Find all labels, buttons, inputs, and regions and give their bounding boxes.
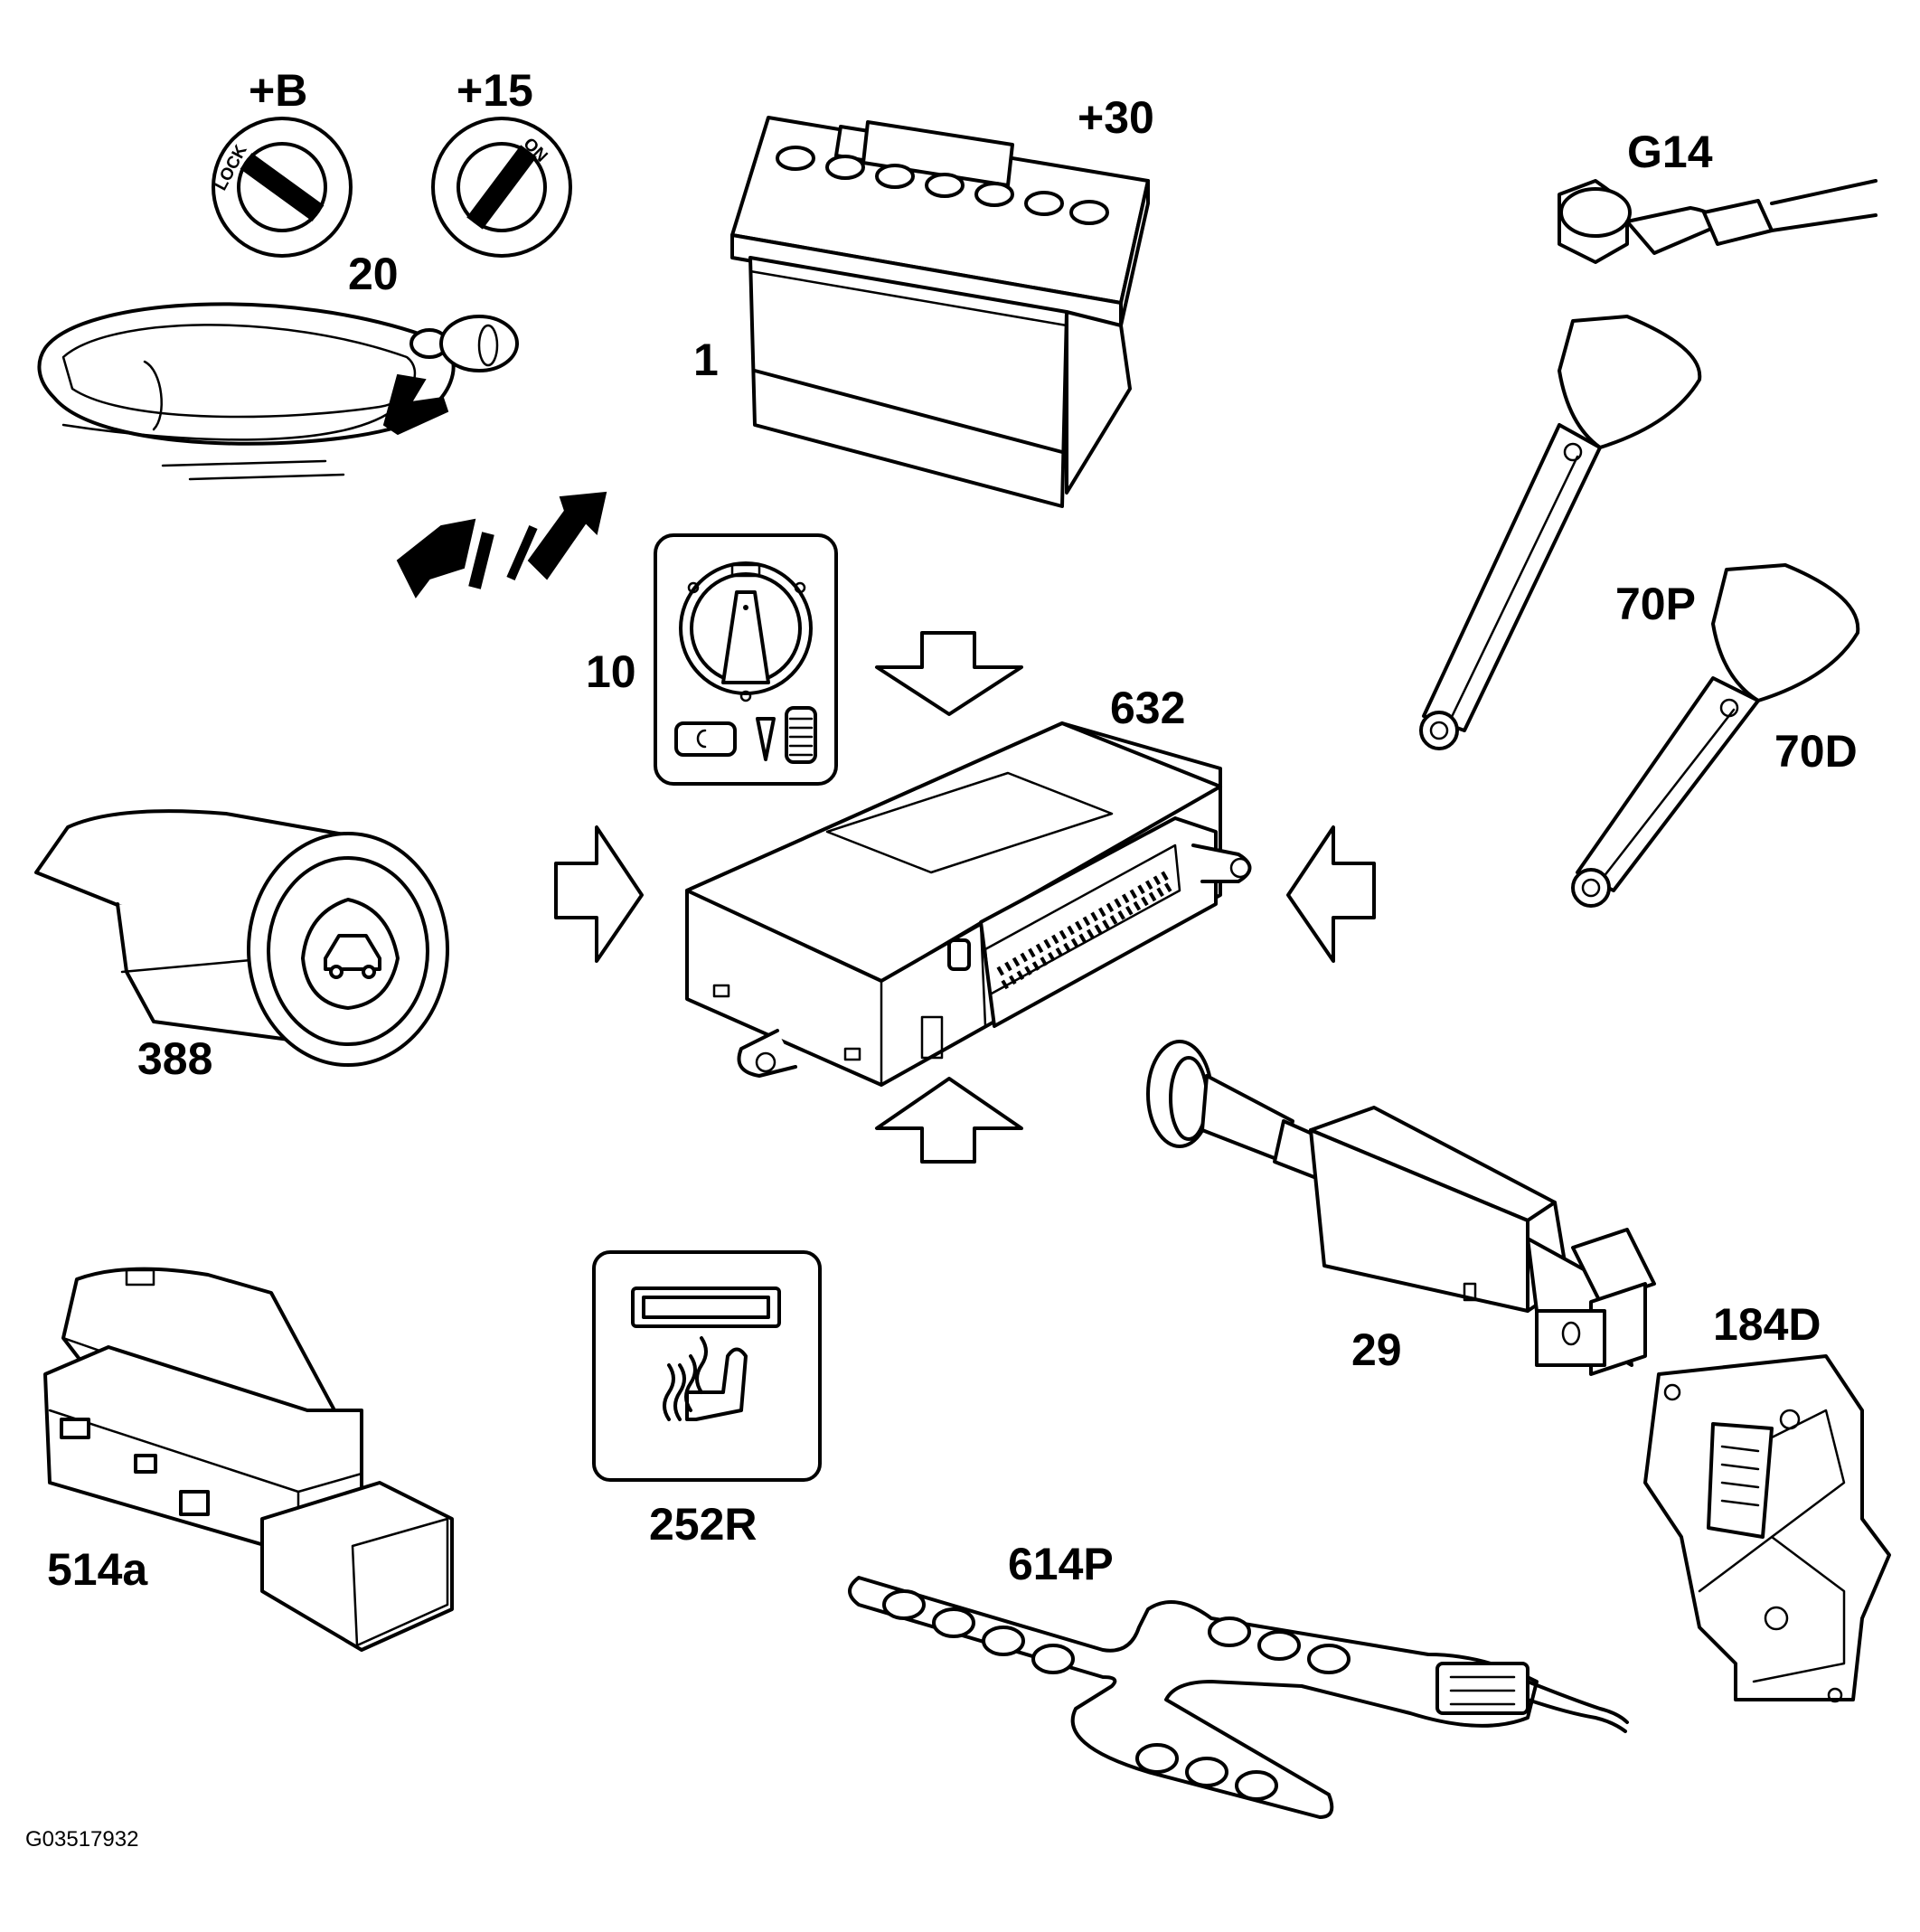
battery-icon [730,116,1150,508]
label-514a: 514a [47,1544,148,1595]
arrow-icon [554,825,644,963]
label-632: 632 [1110,683,1185,733]
label-plus-b: +B [249,65,307,116]
label-20: 20 [348,249,399,299]
trunk-release-switch-icon [34,809,449,1067]
label-29: 29 [1351,1324,1402,1375]
door-lock-actuator-icon [1643,1354,1891,1703]
brake-light-switch-icon [1146,1040,1656,1376]
arrow-icon [396,491,607,598]
figure-code: G03517932 [25,1827,138,1852]
label-252r: 252R [649,1499,758,1550]
label-70p: 70P [1615,579,1696,629]
ground-terminal-icon [1558,179,1878,264]
seatbelt-buckle-icon [1571,563,1860,908]
control-module-icon [685,721,1252,1087]
label-g14: G14 [1627,127,1713,177]
window-switch-icon [43,1267,454,1652]
arrow-icon [875,631,1023,716]
label-10: 10 [586,646,636,697]
label-1: 1 [693,335,719,385]
label-plus-15: +15 [456,65,533,116]
label-184d: 184D [1713,1299,1821,1350]
ignition-lock-icon: LOCK [212,117,353,258]
arrow-icon [875,1077,1023,1164]
label-plus-30: +30 [1078,92,1154,143]
arrow-icon [1286,825,1376,963]
label-70d: 70D [1774,726,1858,777]
seat-heater-switch-icon [592,1250,822,1482]
label-388: 388 [137,1033,212,1084]
light-switch-icon [654,533,838,786]
seat-occupancy-sensor-icon [848,1576,1629,1819]
ignition-on-icon: ON [431,117,572,258]
label-614p: 614P [1008,1539,1114,1589]
seatbelt-buckle-icon [1419,315,1702,750]
key-fob-icon [37,302,519,481]
